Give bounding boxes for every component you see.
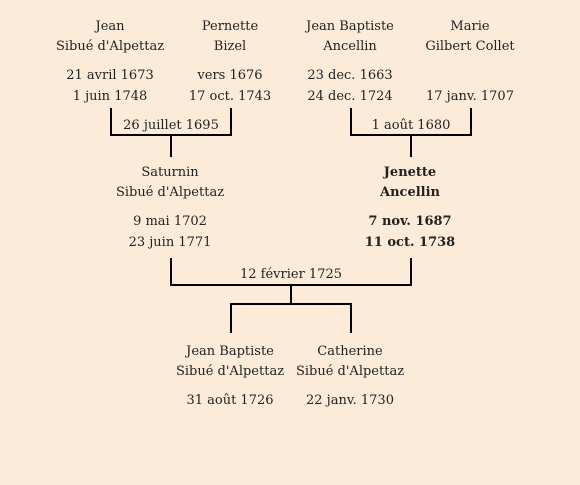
person-marie[interactable]: Marie Gilbert Collet 17 janv. 1707 — [400, 17, 540, 107]
birth-date: vers 1676 — [197, 68, 263, 83]
death-date: 23 juin 1771 — [128, 235, 212, 250]
person-jenette[interactable]: Jenette Ancellin 7 nov. 1687 11 oct. 173… — [340, 163, 480, 253]
person-name: Pernette — [201, 19, 259, 34]
person-name: Marie — [450, 19, 490, 34]
death-date: 1 juin 1748 — [72, 89, 148, 104]
death-date: 17 oct. 1743 — [188, 89, 272, 104]
person-name: Jean Baptiste — [186, 344, 274, 359]
person-surname: Sibué d'Alpettaz — [295, 364, 405, 379]
birth-date: 9 mai 1702 — [133, 214, 207, 229]
marriage-date: 12 février 1725 — [239, 267, 343, 282]
person-jean-baptiste-sibue[interactable]: Jean Baptiste Sibué d'Alpettaz 31 août 1… — [160, 342, 300, 411]
person-jean-baptiste-ancellin[interactable]: Jean Baptiste Ancellin 23 dec. 1663 24 d… — [280, 17, 420, 107]
person-surname: Gilbert Collet — [425, 39, 515, 54]
person-jean[interactable]: Jean Sibué d'Alpettaz 21 avril 1673 1 ju… — [40, 17, 180, 107]
marriage-date: 26 juillet 1695 — [123, 118, 219, 133]
person-name: Jean — [95, 19, 125, 34]
person-name: Jean Baptiste — [306, 19, 394, 34]
person-catherine[interactable]: Catherine Sibué d'Alpettaz 22 janv. 1730 — [280, 342, 420, 411]
person-name: Catherine — [317, 344, 383, 359]
person-name: Saturnin — [141, 165, 199, 180]
birth-date: 23 dec. 1663 — [307, 68, 393, 83]
birth-date — [400, 65, 540, 86]
person-pernette[interactable]: Pernette Bizel vers 1676 17 oct. 1743 — [160, 17, 300, 107]
person-surname: Bizel — [213, 39, 247, 54]
person-surname: Sibué d'Alpettaz — [55, 39, 165, 54]
person-name: Jenette — [383, 165, 437, 180]
birth-date: 31 août 1726 — [186, 393, 274, 408]
person-surname: Ancellin — [323, 39, 377, 54]
death-date: 11 oct. 1738 — [364, 235, 456, 250]
person-surname: Sibué d'Alpettaz — [175, 364, 285, 379]
death-date: 24 dec. 1724 — [307, 89, 393, 104]
birth-date: 21 avril 1673 — [66, 68, 154, 83]
person-surname: Ancellin — [380, 185, 440, 200]
birth-date: 7 nov. 1687 — [368, 214, 452, 229]
death-date: 17 janv. 1707 — [426, 89, 514, 104]
person-surname: Sibué d'Alpettaz — [115, 185, 225, 200]
birth-date: 22 janv. 1730 — [306, 393, 394, 408]
marriage-date: 1 août 1680 — [371, 118, 451, 133]
person-saturnin[interactable]: Saturnin Sibué d'Alpettaz 9 mai 1702 23 … — [100, 163, 240, 253]
